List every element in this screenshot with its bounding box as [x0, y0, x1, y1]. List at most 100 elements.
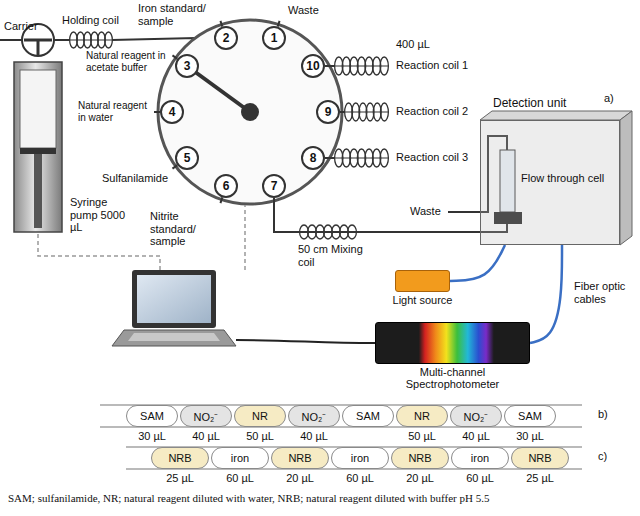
volume-label: 40 µL	[292, 430, 336, 443]
node-label: NRB	[168, 452, 191, 464]
zone-segment: NRB	[151, 447, 209, 469]
panel-letter: c)	[598, 450, 607, 463]
coil-turn	[380, 57, 388, 75]
node-heading: Multi-channel Spectrophotometer	[378, 366, 528, 390]
zone-segment: iron	[451, 447, 509, 469]
node-label: SAM	[140, 410, 164, 422]
node-label: 2	[223, 31, 230, 45]
panel-letter: b)	[598, 408, 608, 421]
detection-box-side	[620, 111, 632, 245]
node-label: 10	[306, 59, 319, 73]
valve-port: 4	[160, 100, 184, 124]
panel-letter: a)	[604, 92, 614, 105]
volume-label: 25 µL	[518, 472, 562, 485]
part-label: Flow through cell	[521, 172, 604, 185]
node-label: 1	[271, 31, 278, 45]
part-label: Reaction coil 1	[396, 59, 468, 72]
node-label: NRB	[408, 452, 431, 464]
volume-label: 60 µL	[338, 472, 382, 485]
node-label: NRB	[288, 452, 311, 464]
volume-label: 50 µL	[238, 430, 282, 443]
port-label: Nitrite standard/ sample	[150, 210, 224, 248]
volume-label: 20 µL	[278, 472, 322, 485]
fiber-optic-cable	[450, 245, 505, 281]
node-label: NO₂⁻	[194, 409, 219, 424]
valve-port: 2	[214, 26, 238, 50]
coil-turn	[105, 32, 113, 48]
coil-turn	[380, 103, 388, 121]
port-label: Natural reagent in acetate buffer	[86, 50, 170, 73]
node-label: 3	[184, 59, 191, 73]
spectrophotometer: Multi-channel Spectrophotometer	[375, 322, 530, 364]
valve-port: 5	[175, 146, 199, 170]
port-tube	[220, 197, 222, 203]
valve-port: 6	[214, 174, 238, 198]
valve-port: 9	[316, 100, 340, 124]
node-label: NRB	[528, 452, 551, 464]
part-label: Holding coil	[62, 14, 119, 27]
detection-box-top	[480, 111, 632, 120]
light-source: Light source	[395, 270, 450, 292]
node-label: NO₂⁻	[464, 409, 489, 424]
port-label: Natural reagent in water	[78, 100, 156, 123]
usb-cable	[236, 340, 375, 343]
node-label: 4	[169, 105, 176, 119]
port-label: Waste	[288, 4, 319, 17]
zone-segment: NRB	[511, 447, 569, 469]
caption: SAM; sulfanilamide, NR; natural reagent …	[8, 492, 632, 504]
volume-label: 40 µL	[454, 430, 498, 443]
port-tube	[172, 165, 177, 169]
valve-port: 8	[301, 146, 325, 170]
port-label: Sulfanilamide	[102, 172, 168, 185]
zone-segment: NRB	[271, 447, 329, 469]
node-label: iron	[231, 452, 249, 464]
selection-valve	[158, 20, 342, 204]
part-label: Fiber optic cables	[574, 280, 636, 305]
tube-band	[126, 447, 582, 469]
syringe-pump	[0, 24, 70, 232]
valve-port: 7	[262, 174, 286, 198]
control-line	[38, 233, 160, 270]
volume-label: 20 µL	[398, 472, 442, 485]
part-label: Waste	[410, 205, 441, 218]
zone-segment: SAM	[342, 405, 394, 427]
part-label: 400 µL	[396, 38, 430, 51]
zone-segment: NO₂⁻	[180, 405, 232, 427]
zone-segment: NR	[396, 405, 448, 427]
volume-label: 30 µL	[130, 430, 174, 443]
node-label: 6	[223, 179, 230, 193]
zone-segment: NO₂⁻	[450, 405, 502, 427]
node-label: 7	[271, 179, 278, 193]
node-label: 8	[310, 151, 317, 165]
part-label: Syringe pump 5000 µL	[70, 196, 134, 234]
volume-label: 25 µL	[158, 472, 202, 485]
node-label: 5	[184, 151, 191, 165]
valve-port: 1	[262, 26, 286, 50]
volume-label: 30 µL	[508, 430, 552, 443]
part-label: Reaction coil 3	[396, 151, 468, 164]
node-label: iron	[351, 452, 369, 464]
flow-label: Carrier	[4, 20, 38, 33]
zone-segment: iron	[211, 447, 269, 469]
zone-segment: NR	[234, 405, 286, 427]
zone-segment: NRB	[391, 447, 449, 469]
node-label: SAM	[356, 410, 380, 422]
node-heading: Detection unit	[493, 96, 566, 110]
part-label: 50 cm Mixing coil	[298, 243, 370, 268]
tube-band	[100, 405, 582, 427]
port-label: Iron standard/ sample	[138, 2, 214, 27]
port-tubes	[154, 21, 280, 203]
valve-port: 10	[301, 54, 325, 78]
laptop	[112, 270, 236, 346]
volume-label: 60 µL	[458, 472, 502, 485]
zone-segment: SAM	[504, 405, 556, 427]
valve-center	[241, 103, 259, 121]
volume-label: 40 µL	[184, 430, 228, 443]
part-label: Reaction coil 2	[396, 105, 468, 118]
node-label: NO₂⁻	[302, 409, 327, 424]
zone-segment: SAM	[126, 405, 178, 427]
node-heading: Light source	[393, 294, 453, 306]
node-label: NR	[414, 410, 430, 422]
node-label: 9	[325, 105, 332, 119]
